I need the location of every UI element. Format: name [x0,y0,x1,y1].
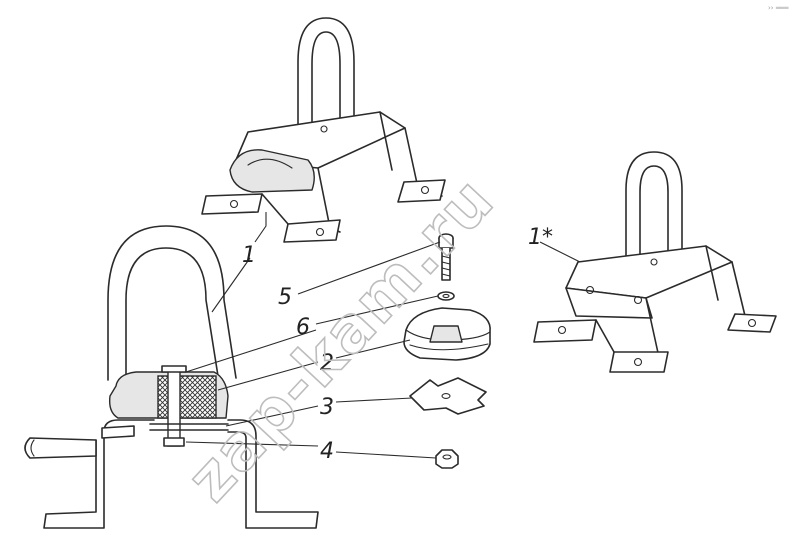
callout-1-star: 1* [528,225,553,250]
nut [435,449,459,469]
callout-4: 4 [320,439,334,464]
callout-2: 2 [320,351,334,376]
bolt [438,233,454,281]
plate [409,377,487,415]
rubber-pad [403,307,491,361]
corner-mark: ›› ═══ [768,4,789,12]
callout-1: 1 [242,243,256,268]
washer [437,291,455,301]
callout-5: 5 [278,285,292,310]
bracket-top [201,17,446,243]
callout-3: 3 [320,395,334,420]
callout-6: 6 [296,315,310,340]
bracket-alt [533,151,777,373]
assembled-section [24,225,319,529]
leader-lines [185,212,581,459]
